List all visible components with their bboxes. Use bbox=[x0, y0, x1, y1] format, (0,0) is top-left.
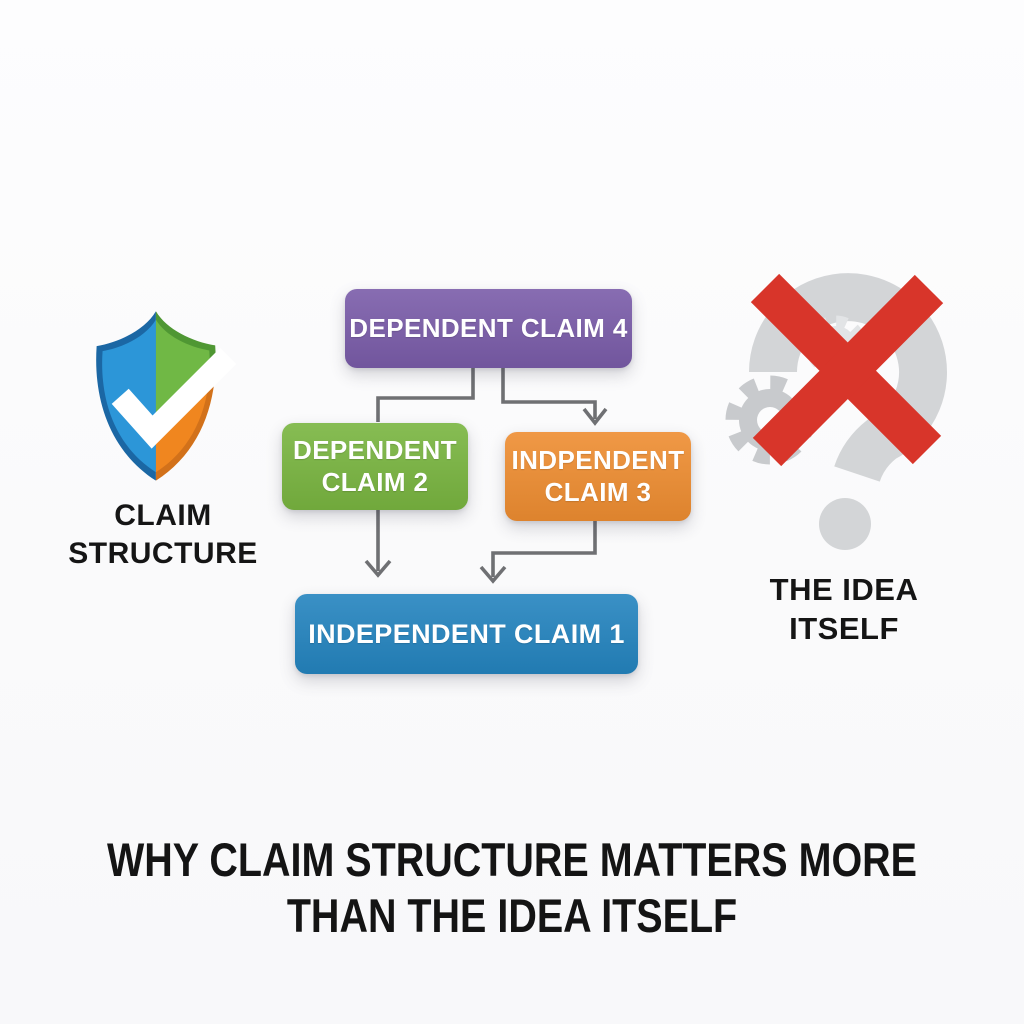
right-figure-caption: THE IDEA ITSELF bbox=[708, 570, 980, 648]
question-mark-dot bbox=[819, 498, 871, 550]
arrowhead-claim1-left bbox=[364, 559, 392, 578]
node-dependent-claim-4: DEPENDENT CLAIM 4 bbox=[345, 289, 632, 368]
node-label: CLAIM 2 bbox=[321, 466, 429, 497]
left-caption-line2: STRUCTURE bbox=[68, 537, 258, 571]
node-label: CLAIM 3 bbox=[544, 476, 652, 507]
right-caption-line2: ITSELF bbox=[789, 611, 899, 647]
red-cross-icon bbox=[750, 273, 944, 467]
left-caption-line1: CLAIM bbox=[114, 499, 212, 532]
node-independent-claim-3: INDPENDENT CLAIM 3 bbox=[505, 432, 691, 521]
node-label: INDEPENDENT CLAIM 1 bbox=[308, 618, 625, 649]
main-title-line2: THAN THE IDEA ITSELF bbox=[286, 889, 738, 943]
edge-claim4-to-claim2 bbox=[376, 368, 475, 422]
node-dependent-claim-2: DEPENDENT CLAIM 2 bbox=[282, 423, 468, 510]
node-independent-claim-1: INDEPENDENT CLAIM 1 bbox=[295, 594, 638, 674]
right-caption-line1: THE IDEA bbox=[769, 572, 919, 607]
main-title-line1: WHY CLAIM STRUCTURE MATTERS MORE bbox=[106, 833, 918, 886]
edge-claim4-to-claim3 bbox=[501, 368, 597, 419]
checkmark-icon bbox=[111, 347, 237, 449]
main-title: WHY CLAIM STRUCTURE MATTERS MORE THAN TH… bbox=[82, 832, 942, 945]
shield-body-orange bbox=[155, 346, 210, 473]
shield-check-icon bbox=[96, 311, 237, 481]
crossed-out-question-mark-icon bbox=[725, 273, 947, 550]
node-label: DEPENDENT bbox=[293, 434, 457, 465]
cross-bar-right bbox=[752, 274, 944, 467]
node-label: DEPENDENT CLAIM 4 bbox=[349, 313, 628, 343]
arrowhead-claim3 bbox=[582, 407, 608, 426]
arrowhead-claim1-right bbox=[479, 565, 507, 584]
edge-claim3-to-claim1 bbox=[491, 521, 597, 577]
node-label: INDPENDENT bbox=[511, 444, 685, 475]
left-figure-caption: CLAIM STRUCTURE bbox=[18, 497, 308, 574]
